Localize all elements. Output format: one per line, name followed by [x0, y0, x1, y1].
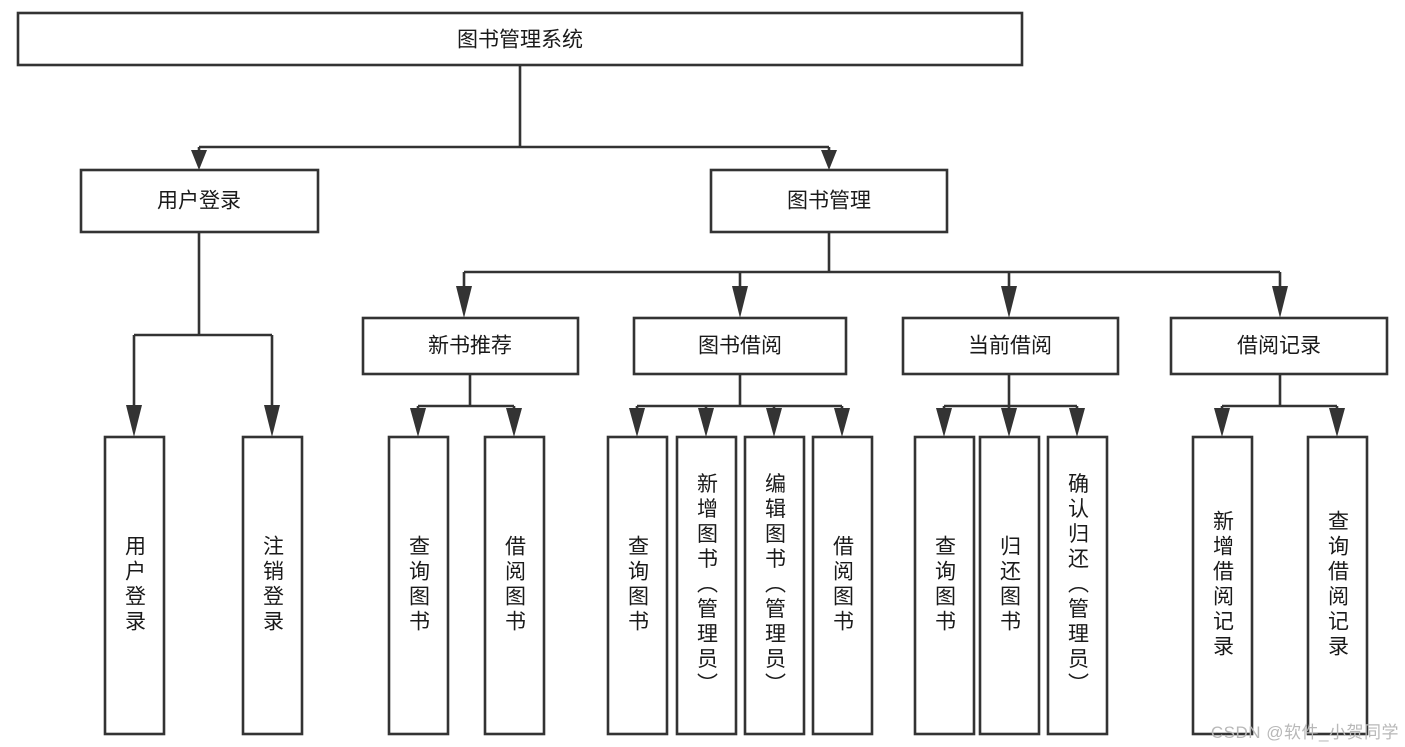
leaf-borrow-do-label: 借阅图书 [831, 535, 855, 635]
book-management-label: 图书管理 [787, 190, 871, 213]
arrow-current-leaf-1 [936, 408, 952, 437]
arrow-to-borrow-record [1272, 286, 1288, 318]
leaf-borrow-do-box [811, 435, 874, 736]
leaf-newbook-query-box [387, 435, 450, 736]
leaf-user-login-label: 用户登录 [123, 535, 147, 635]
leaf-record-query-box [1306, 435, 1369, 736]
leaf-borrow-query-label: 查询图书 [626, 535, 650, 635]
leaf-current-query-box [913, 435, 976, 736]
leaf-logout[interactable]: 注销登录 [241, 435, 304, 736]
leaf-logout-box [241, 435, 304, 736]
leaf-newbook-query-label: 查询图书 [407, 535, 431, 635]
node-book-management[interactable]: 图书管理 [709, 168, 949, 234]
borrow-record-label: 借阅记录 [1237, 335, 1321, 358]
arrow-to-leaf-user-login [126, 405, 142, 437]
node-user-login[interactable]: 用户登录 [79, 168, 320, 234]
leaf-borrow-query-box [606, 435, 669, 736]
leaf-current-confirm-return-label: 确认归还（管理员） [1066, 473, 1090, 698]
root-box [16, 11, 1024, 67]
leaf-borrow-edit[interactable]: 编辑图书（管理员） [743, 435, 806, 736]
leaf-current-return[interactable]: 归还图书 [978, 435, 1041, 736]
arrow-record-leaf-2 [1329, 408, 1345, 437]
arrow-to-book-borrow [732, 286, 748, 318]
csdn-watermark: CSDN @软件_小贺同学 [1210, 723, 1399, 742]
node-borrow-record[interactable]: 借阅记录 [1169, 316, 1389, 376]
leaf-record-add[interactable]: 新增借阅记录 [1191, 435, 1254, 736]
leaf-current-confirm-return-box [1046, 435, 1109, 736]
arrow-current-leaf-2 [1001, 408, 1017, 437]
arrow-newbook-leaf-2 [506, 408, 522, 437]
leaf-user-login-box [103, 435, 166, 736]
book-borrow-label: 图书借阅 [698, 335, 782, 358]
arrow-newbook-leaf-1 [410, 408, 426, 437]
arrow-borrow-leaf-4 [834, 408, 850, 437]
arrow-to-new-book-rec [456, 286, 472, 318]
leaf-borrow-add[interactable]: 新增图书（管理员） [675, 435, 738, 736]
user-login-label: 用户登录 [157, 190, 241, 213]
leaf-record-add-label: 新增借阅记录 [1211, 510, 1235, 660]
leaf-newbook-query[interactable]: 查询图书 [387, 435, 450, 736]
leaf-record-query-label: 查询借阅记录 [1326, 510, 1350, 660]
arrow-record-leaf-1 [1214, 408, 1230, 437]
leaf-record-query[interactable]: 查询借阅记录 [1306, 435, 1369, 736]
current-borrow-label: 当前借阅 [968, 335, 1052, 358]
arrow-borrow-leaf-2 [698, 408, 714, 437]
node-book-borrow[interactable]: 图书借阅 [632, 316, 848, 376]
book-borrow-box [632, 316, 848, 376]
arrow-to-user-login [191, 150, 207, 170]
new-book-recommend-box [361, 316, 580, 376]
arrow-to-book-mgmt [821, 150, 837, 170]
leaf-record-add-box [1191, 435, 1254, 736]
node-current-borrow[interactable]: 当前借阅 [901, 316, 1120, 376]
leaf-current-return-box [978, 435, 1041, 736]
arrow-to-leaf-logout [264, 405, 280, 437]
leaf-newbook-borrow-label: 借阅图书 [503, 535, 527, 635]
leaf-borrow-do[interactable]: 借阅图书 [811, 435, 874, 736]
leaf-logout-label: 注销登录 [261, 535, 285, 635]
leaf-borrow-edit-label: 编辑图书（管理员） [763, 473, 787, 698]
leaf-current-query[interactable]: 查询图书 [913, 435, 976, 736]
leaf-borrow-query[interactable]: 查询图书 [606, 435, 669, 736]
book-management-box [709, 168, 949, 234]
arrow-current-leaf-3 [1069, 408, 1085, 437]
root-label: 图书管理系统 [457, 29, 583, 52]
leaf-newbook-borrow-box [483, 435, 546, 736]
arrow-borrow-leaf-3 [766, 408, 782, 437]
leaf-user-login[interactable]: 用户登录 [103, 435, 166, 736]
leaf-current-confirm-return[interactable]: 确认归还（管理员） [1046, 435, 1109, 736]
leaf-borrow-edit-box [743, 435, 806, 736]
user-login-box [79, 168, 320, 234]
node-new-book-recommend[interactable]: 新书推荐 [361, 316, 580, 376]
leaf-current-return-label: 归还图书 [998, 535, 1022, 635]
leaf-newbook-borrow[interactable]: 借阅图书 [483, 435, 546, 736]
leaf-borrow-add-box [675, 435, 738, 736]
node-root[interactable]: 图书管理系统 [16, 11, 1024, 67]
arrow-borrow-leaf-1 [629, 408, 645, 437]
leaf-borrow-add-label: 新增图书（管理员） [695, 473, 719, 698]
arrow-to-current-borrow [1001, 286, 1017, 318]
borrow-record-box [1169, 316, 1389, 376]
leaf-current-query-label: 查询图书 [933, 535, 957, 635]
new-book-recommend-label: 新书推荐 [428, 335, 512, 358]
current-borrow-box [901, 316, 1120, 376]
